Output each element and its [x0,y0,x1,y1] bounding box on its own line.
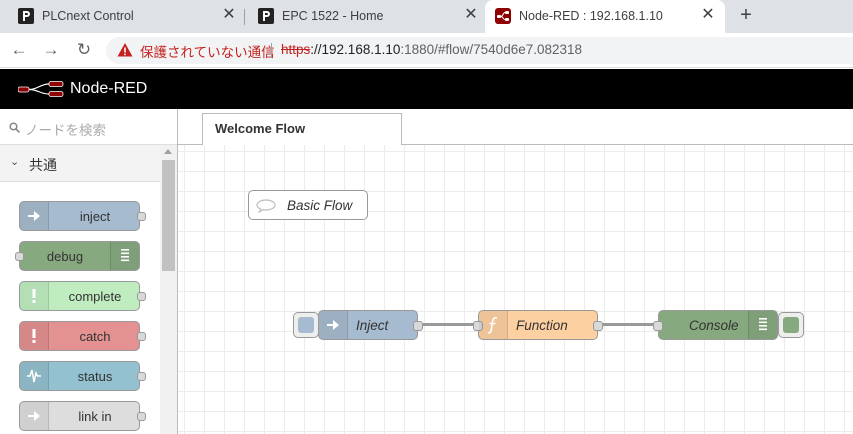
inject-arrow-icon [20,202,49,230]
output-port[interactable] [593,321,603,331]
flow-node-function[interactable]: Function [473,310,603,340]
inject-trigger-button[interactable] [293,312,319,338]
palette-category-common[interactable]: ⌄ 共通 [0,146,160,182]
input-port[interactable] [473,321,483,331]
comment-label: Basic Flow [287,198,353,213]
flow-workspace: Welcome Flow Basic Flow Inject [178,109,853,434]
palette-node-status[interactable]: status [19,361,146,391]
flow-node-console[interactable]: Console [653,310,778,340]
flow-node-label: Inject [356,318,389,333]
wire-inject-function[interactable] [423,323,480,326]
debug-toggle-button[interactable] [778,312,804,338]
search-icon [9,122,20,133]
node-palette: ノードを検索 ⌄ 共通 inject debug [0,109,178,434]
new-tab-button[interactable]: + [740,4,752,26]
workspace-tab-bar: Welcome Flow [178,109,853,146]
tab-divider [244,9,245,25]
flow-canvas[interactable]: Basic Flow Inject Function [178,145,853,434]
node-red-logo [18,81,64,97]
browser-tab-strip: PLCnext Control ✕ EPC 1522 - Home ✕ Node… [0,0,853,33]
palette-node-label: catch [79,329,111,344]
palette-node-label: inject [79,209,111,224]
back-button[interactable]: ← [10,40,28,59]
plcnext-favicon [18,8,34,24]
debug-list-icon [110,242,139,270]
tab-welcome-flow[interactable]: Welcome Flow [202,113,402,146]
exclamation-icon [20,282,49,310]
comment-node[interactable]: Basic Flow [248,190,368,220]
warning-icon[interactable] [117,42,133,58]
flow-node-inject[interactable]: Inject [318,310,423,340]
input-port[interactable] [15,252,24,261]
palette-node-label: debug [46,249,84,264]
palette-search-input[interactable]: ノードを検索 [25,123,106,138]
browser-tab-title: PLCnext Control [42,9,134,23]
browser-toolbar: ← → ↻ 保護されていない通信 https://192.168.1.10:18… [0,33,853,68]
flow-tab-label: Welcome Flow [215,121,306,136]
palette-node-link-in[interactable]: link in [19,401,146,431]
url-scheme: https [281,42,311,57]
output-port[interactable] [137,332,146,341]
url-text[interactable]: https://192.168.1.10:1880/#flow/7540d6e7… [281,42,582,57]
link-in-icon [20,402,49,430]
browser-tab-title: EPC 1522 - Home [282,9,384,23]
inject-arrow-icon [319,311,348,339]
comment-bubble-icon [256,199,276,213]
address-divider [271,43,272,58]
flow-node-label: Console [689,318,739,333]
input-port[interactable] [653,321,663,331]
output-port[interactable] [137,372,146,381]
palette-node-complete[interactable]: complete [19,281,146,311]
palette-node-label: status [77,369,113,384]
exclamation-icon [20,322,49,350]
debug-list-icon [748,311,777,339]
node-red-favicon [495,8,511,24]
palette-node-label: complete [68,289,122,304]
browser-tab-plcnext[interactable]: PLCnext Control ✕ [0,0,243,33]
browser-tab-node-red[interactable]: Node-RED : 192.168.1.10 ✕ [485,0,725,33]
browser-tab-title: Node-RED : 192.168.1.10 [519,9,663,23]
palette-node-debug[interactable]: debug [15,241,140,271]
output-port[interactable] [413,321,423,331]
flow-node-label: Function [516,318,568,333]
forward-button[interactable]: → [42,40,60,59]
reload-button[interactable]: ↻ [76,40,92,59]
url-host: ://192.168.1.10 [310,42,401,57]
status-wave-icon [20,362,49,390]
scroll-up-arrow[interactable] [164,149,172,154]
insecure-connection-label[interactable]: 保護されていない通信 [140,45,275,60]
chevron-down-icon: ⌄ [10,156,20,168]
close-tab-icon[interactable]: ✕ [464,6,478,23]
plcnext-favicon [258,8,274,24]
output-port[interactable] [137,412,146,421]
palette-node-list: inject debug complete catch [0,182,160,434]
function-icon [479,311,508,339]
app-title: Node-RED [70,80,148,97]
node-red-header: Node-RED [0,69,853,109]
palette-scrollbar[interactable] [160,146,177,434]
palette-node-catch[interactable]: catch [19,321,146,351]
scrollbar-thumb[interactable] [162,160,175,271]
inject-trigger-fill[interactable] [298,317,314,333]
debug-toggle-fill[interactable] [783,317,799,333]
browser-tab-epc[interactable]: EPC 1522 - Home ✕ [240,0,485,33]
output-port[interactable] [137,292,146,301]
palette-search[interactable]: ノードを検索 [0,109,177,145]
close-tab-icon[interactable]: ✕ [222,6,236,23]
url-path: :1880/#flow/7540d6e7.082318 [400,42,583,57]
output-port[interactable] [137,212,146,221]
palette-category-label: 共通 [29,157,57,173]
close-tab-icon[interactable]: ✕ [701,6,715,23]
palette-node-label: link in [78,409,112,424]
address-bar[interactable]: 保護されていない通信 https://192.168.1.10:1880/#fl… [106,37,853,64]
palette-node-inject[interactable]: inject [19,201,146,231]
wire-function-console[interactable] [603,323,660,326]
